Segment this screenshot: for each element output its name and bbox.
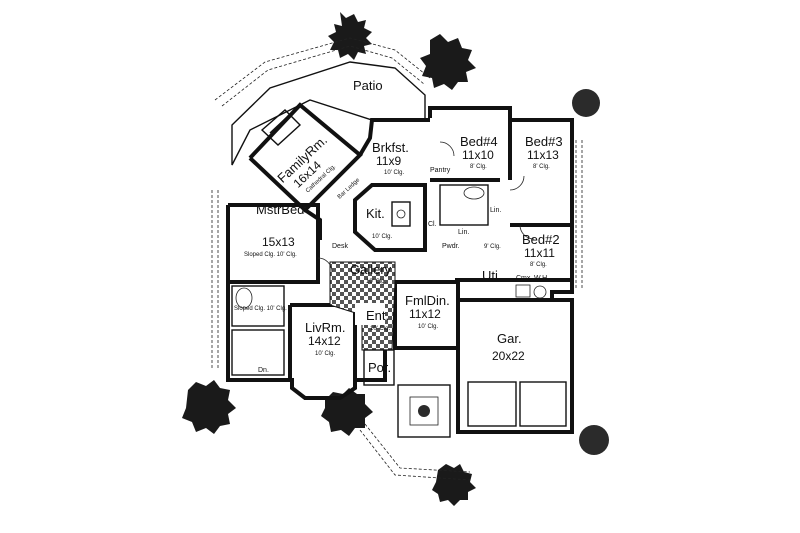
- garage-door-right: [519, 381, 567, 427]
- bed3-name: Bed#3: [525, 134, 563, 149]
- fireplace: [260, 109, 302, 146]
- wall-garage: [456, 298, 574, 434]
- shrub-bottom-right: [579, 425, 609, 455]
- kit-ceiling: 10' Clg.: [372, 234, 392, 240]
- hedge-left: [211, 190, 219, 370]
- pantry-label: Pantry: [430, 167, 451, 174]
- bed4-name: Bed#4: [460, 134, 498, 149]
- patio-label: Patio: [353, 78, 383, 93]
- cooler-box: [515, 284, 531, 298]
- wall-west: [226, 205, 387, 400]
- door-swing-bed4: [439, 141, 455, 157]
- courtyard-planter: [397, 384, 451, 438]
- lin-label-1: Lin.: [490, 207, 501, 214]
- livrm-ceiling: 10' Clg.: [315, 351, 335, 357]
- bed4-size: 11x10: [462, 148, 494, 162]
- sink-icon: [396, 209, 406, 219]
- lin-label-2: Lin.: [458, 229, 469, 236]
- bed3-ceiling: 8' Clg.: [533, 164, 550, 170]
- tree-left: [182, 380, 236, 434]
- hall-ceiling: 9' Clg.: [484, 244, 501, 250]
- kit-name: Kit.: [366, 206, 385, 221]
- wall-kitchen: [353, 183, 427, 252]
- mstr-ceiling: Sloped Clg. 10' Clg.: [244, 252, 297, 258]
- fmldin-name: FmlDin.: [405, 293, 450, 308]
- tub-hall: [463, 186, 485, 200]
- tree-top: [328, 12, 372, 60]
- gallery-ceiling: 10' Clg.: [366, 279, 386, 285]
- ent-ceiling: 10' Clg.: [370, 326, 390, 332]
- kitchen-island: [391, 201, 411, 227]
- door-swing-mstr: [317, 257, 333, 273]
- shrub-right: [572, 89, 600, 117]
- brkfst-size: 11x9: [376, 154, 401, 168]
- brkfst-name: Brkfst.: [372, 140, 409, 155]
- door-swing-bed2: [519, 224, 535, 240]
- hedge-bottom: [359, 423, 471, 481]
- tub-master: [235, 287, 253, 309]
- mstr-size: 15x13: [262, 235, 295, 249]
- interior-details: [231, 109, 567, 438]
- hedge-right: [575, 140, 583, 290]
- por-name: Por.: [368, 360, 391, 375]
- wall-dining: [393, 280, 460, 350]
- bed2-ceiling: 8' Clg.: [530, 262, 547, 268]
- powder-label: Pwdr.: [442, 243, 460, 250]
- livrm-name: LivRm.: [305, 320, 345, 335]
- porch-slab: [363, 349, 395, 386]
- mstr-bath-ceiling: Sloped Clg. 10' Clg.: [234, 306, 287, 312]
- cooler-label: Cmx.: [516, 275, 532, 282]
- fmldin-size: 11x12: [409, 307, 441, 321]
- door-swing-bed3: [509, 175, 525, 191]
- courtyard-shrub: [418, 405, 430, 417]
- wh-label: W.H.: [534, 275, 549, 282]
- tree-top-right: [420, 34, 476, 90]
- ent-name: Ent.: [366, 308, 389, 323]
- mstr-name: MstrBed: [256, 202, 304, 217]
- water-heater: [533, 285, 547, 299]
- wall-main-outline: [428, 106, 574, 302]
- tree-bottom-center: [432, 464, 476, 506]
- bath-master: [231, 285, 285, 327]
- wall-mstr: [228, 203, 320, 284]
- gallery-name: Gallery: [350, 262, 392, 277]
- brkfst-ceiling: 10' Clg.: [384, 170, 404, 176]
- bed2-name: Bed#2: [522, 232, 560, 247]
- closet-label: Cl.: [428, 221, 437, 228]
- desk-label: Desk: [332, 243, 348, 250]
- bed4-ceiling: 8' Clg.: [470, 164, 487, 170]
- dn-label: Dn.: [258, 367, 269, 374]
- exterior-walls: [226, 102, 574, 434]
- small-labels: Pantry Desk Lin. Lin. Pwdr. 9' Clg. Slop…: [234, 167, 549, 374]
- hedge-top: [214, 37, 431, 107]
- closet-master: [231, 329, 285, 376]
- fmldin-ceiling: 10' Clg.: [418, 324, 438, 330]
- uti-name: Uti.: [482, 268, 502, 283]
- livrm-size: 14x12: [308, 334, 341, 348]
- ent-floor-clear: [355, 303, 385, 325]
- courtyard-inner: [409, 396, 439, 426]
- gar-size: 20x22: [492, 349, 525, 363]
- bed3-size: 11x13: [527, 148, 559, 162]
- garage-door-left: [467, 381, 517, 427]
- bed2-size: 11x11: [524, 246, 555, 260]
- gar-name: Gar.: [497, 331, 522, 346]
- bath-hall: [439, 184, 489, 226]
